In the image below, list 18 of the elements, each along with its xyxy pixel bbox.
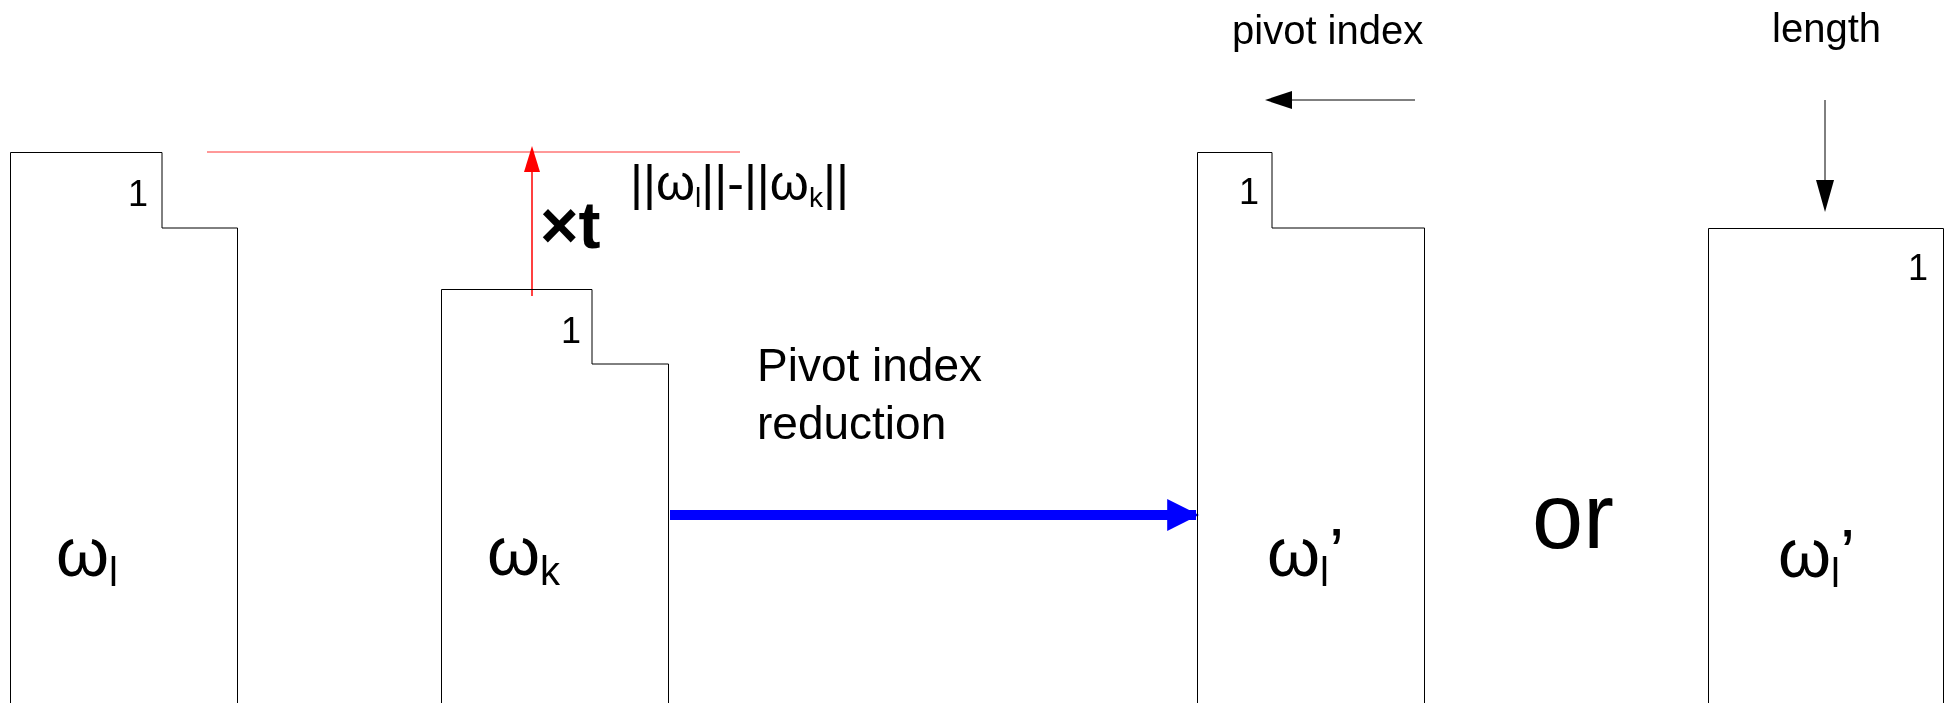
arrow: [670, 499, 1200, 531]
stepped-block: [1708, 228, 1944, 703]
index-number: 1: [1239, 174, 1260, 210]
index-number: 1: [128, 176, 149, 212]
formula-text: ||ω$_{l}$||-||ω$_{k}$||: [630, 158, 849, 208]
block-symbol: ω$_{l}$’: [1778, 519, 1856, 587]
label-text: or: [1532, 470, 1614, 562]
formula-text: ×t: [540, 192, 601, 258]
stepped-block: [441, 289, 669, 703]
index-number: 1: [1908, 250, 1929, 286]
stepped-block: [1197, 152, 1425, 703]
label-text: pivot index: [1232, 10, 1424, 50]
label-text: length: [1772, 8, 1881, 48]
block-symbol: ω$_{l}$’: [1267, 518, 1345, 586]
block-symbol: ω$_{k}$: [487, 517, 561, 585]
stepped-block: [10, 152, 238, 703]
block-symbol: ω$_{l}$: [56, 518, 118, 586]
index-number: 1: [561, 313, 582, 349]
